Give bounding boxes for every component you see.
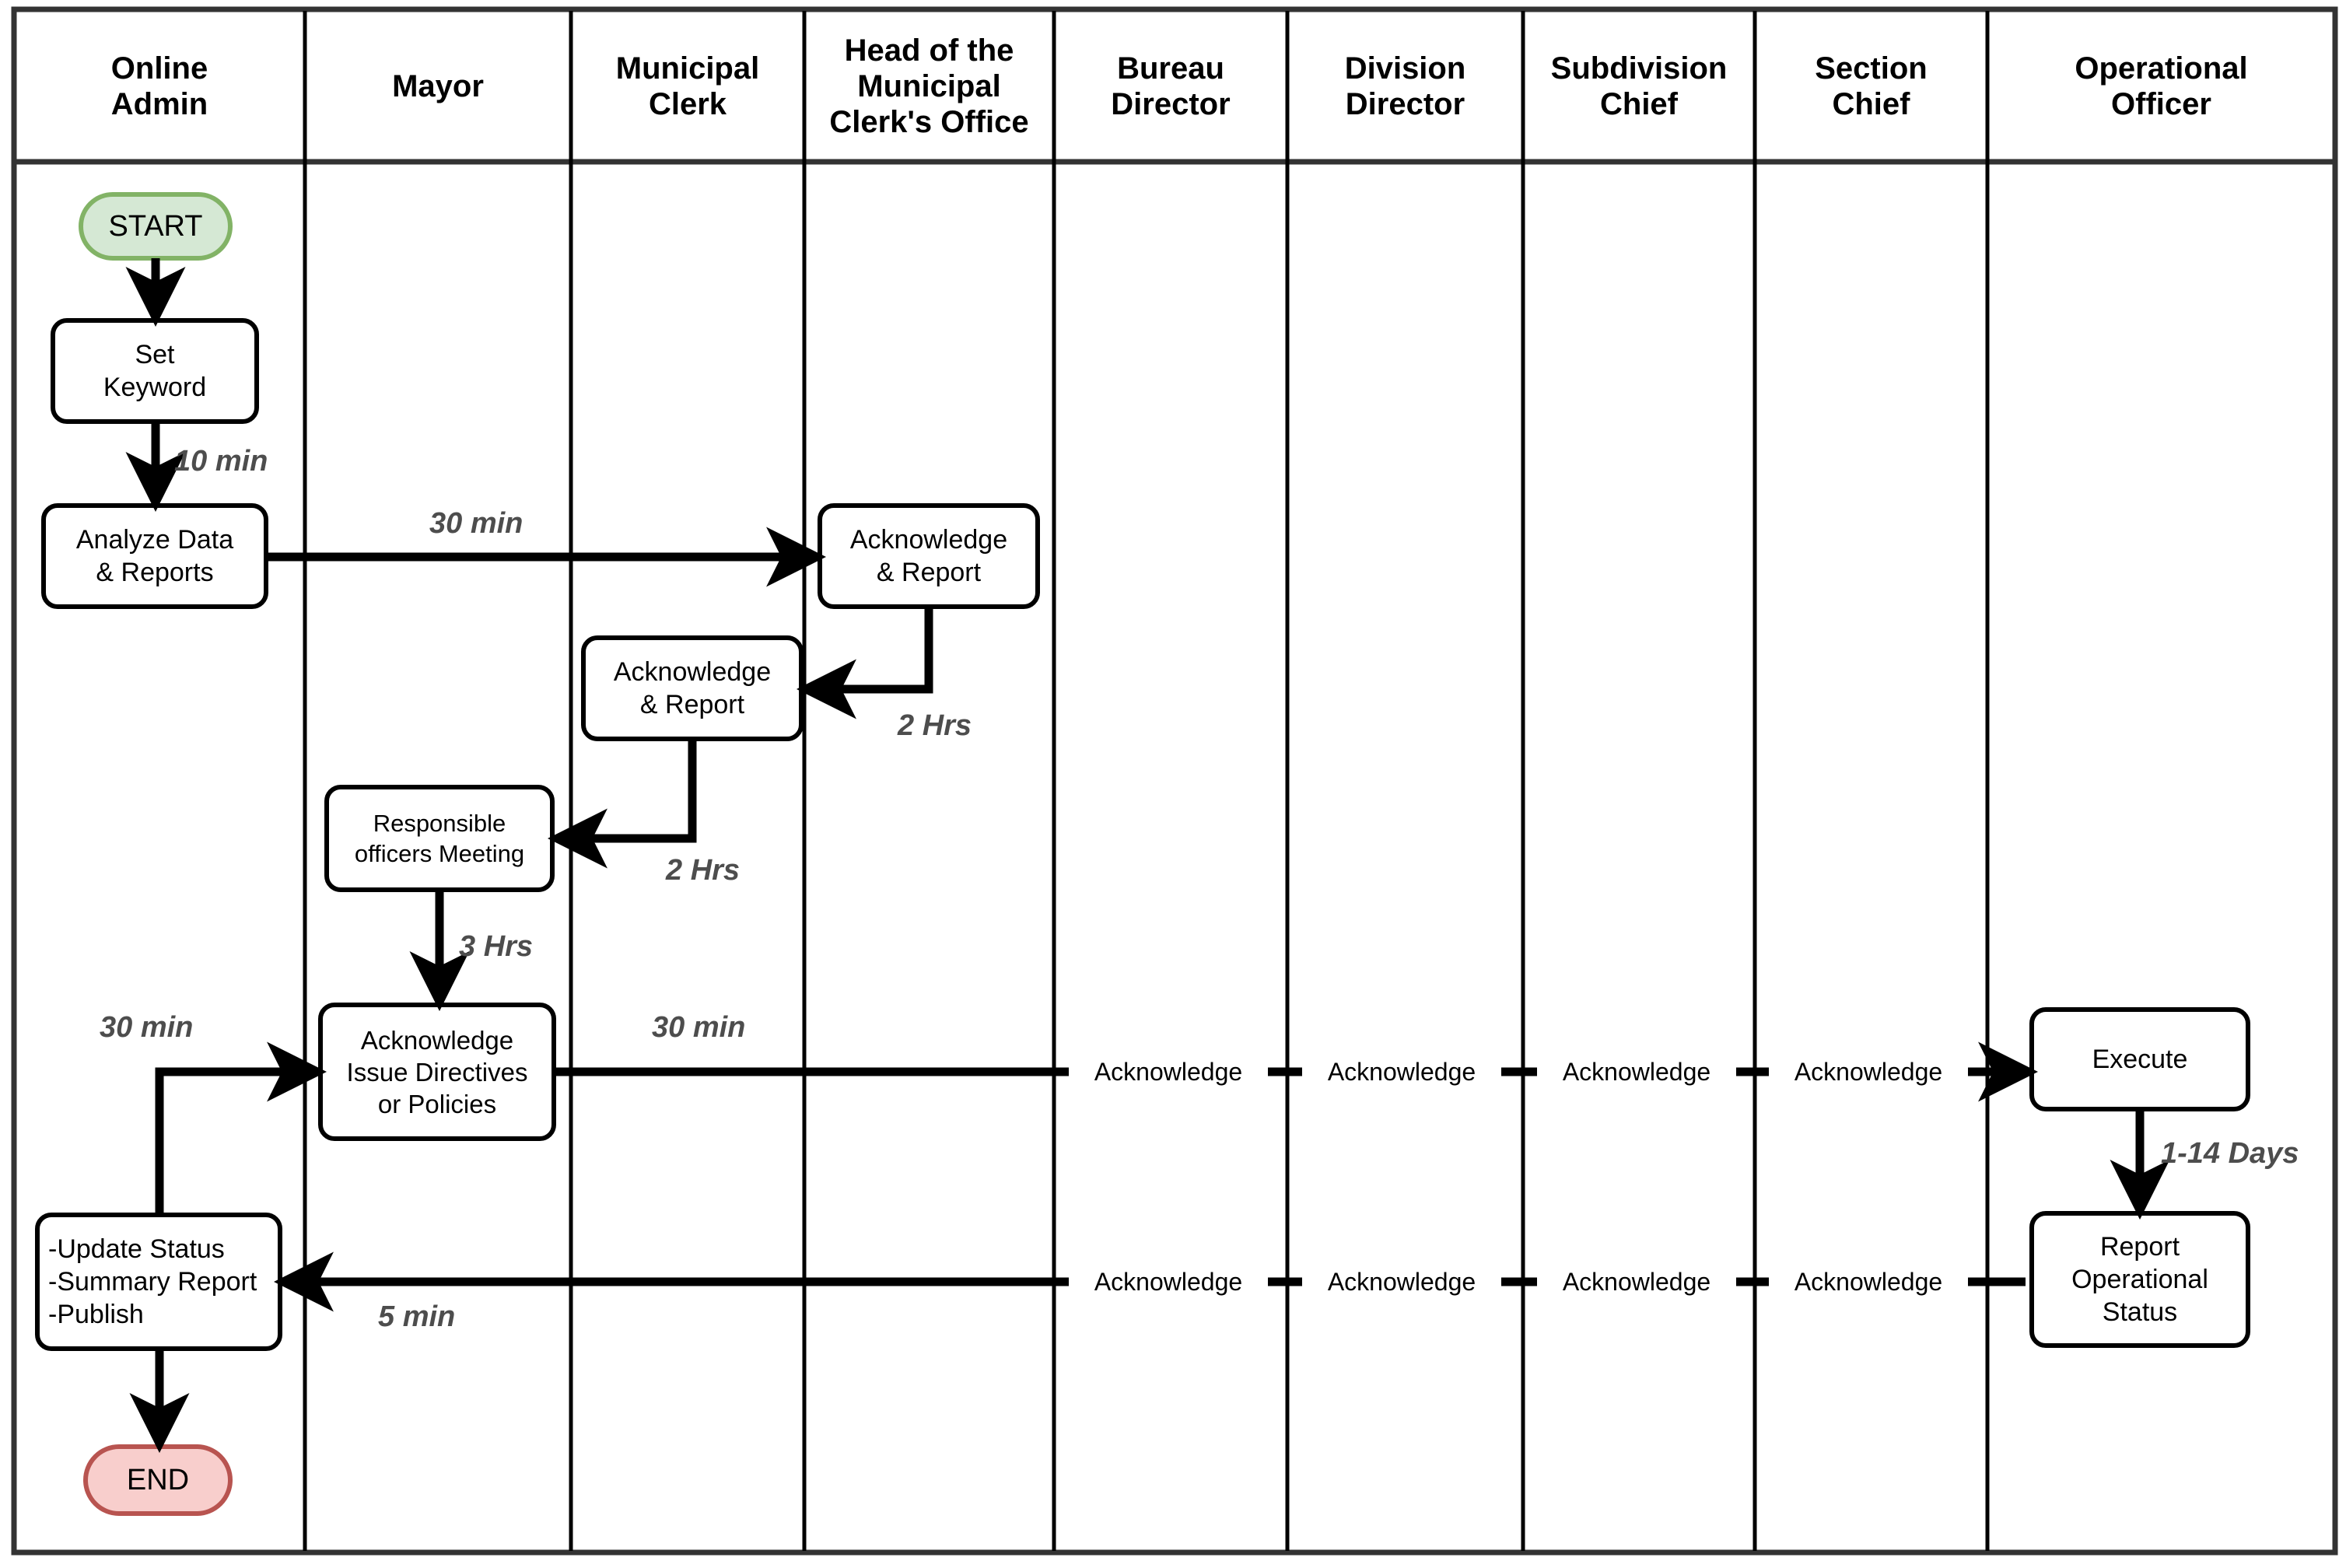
node-end-label: END — [126, 1464, 190, 1496]
ack-label-up-bureau: Acknowledge — [1094, 1267, 1243, 1296]
node-ack-report-clerk[interactable]: Acknowledge & Report — [583, 638, 801, 739]
edge-ack-head-to-ack-clerk — [796, 607, 933, 719]
ack-label-up-section: Acknowledge — [1794, 1267, 1943, 1296]
lane-header-label: Municipal Clerk — [615, 51, 760, 121]
node-execute-label: Execute — [2092, 1045, 2188, 1074]
node-set-keyword[interactable]: Set Keyword — [53, 320, 257, 422]
edge-label-30min-directives: 30 min — [652, 1011, 746, 1044]
edge-label-2hrs-clerk-to-mayor: 2 Hrs — [666, 854, 741, 887]
lane-divider-restore — [1285, 1052, 1757, 1302]
edge-label-5min: 5 min — [378, 1300, 456, 1333]
node-execute[interactable]: Execute — [2032, 1010, 2248, 1109]
node-ack-report-clerk-label: Acknowledge & Report — [613, 657, 772, 719]
lane-header-bureau-director: Bureau Director — [1054, 11, 1287, 162]
node-ack-report-head-label: Acknowledge & Report — [849, 525, 1008, 587]
node-issue-directives[interactable]: Acknowledge Issue Directives or Policies — [320, 1005, 554, 1139]
lane-header-head-clerk-office: Head of the Municipal Clerk's Office — [804, 11, 1054, 162]
lane-header-operational-officer: Operational Officer — [1987, 11, 2335, 162]
lane-header-label: Mayor — [392, 69, 484, 103]
lane-header-label: Division Director — [1344, 51, 1466, 121]
lane-header-label: Online Admin — [110, 51, 208, 121]
ack-label-down-section: Acknowledge — [1794, 1057, 1943, 1086]
acknowledge-label-backplates — [1069, 1052, 1968, 1302]
node-officers-meeting[interactable]: Responsible officers Meeting — [327, 787, 552, 890]
node-officers-meeting-label: Responsible officers Meeting — [354, 810, 525, 867]
lane-header-online-admin: Online Admin — [14, 11, 305, 162]
ack-label-down-subdivision: Acknowledge — [1562, 1057, 1711, 1086]
node-report-status[interactable]: Report Operational Status — [2032, 1213, 2248, 1346]
node-update-status[interactable]: -Update Status -Summary Report -Publish — [37, 1215, 280, 1349]
edge-label-30min-to-head: 30 min — [429, 507, 523, 540]
edge-update-status-to-directives — [155, 1041, 327, 1215]
edge-label-2hrs-head-to-clerk: 2 Hrs — [898, 709, 972, 742]
edge-label-30min-to-mayor: 30 min — [100, 1011, 194, 1044]
node-report-status-label: Report Operational Status — [2071, 1232, 2208, 1327]
lane-header-subdivision-chief: Subdivision Chief — [1523, 11, 1755, 162]
lane-header-label: Subdivision Chief — [1550, 51, 1728, 121]
ack-label-up-subdivision: Acknowledge — [1562, 1267, 1711, 1296]
node-update-status-label: -Update Status -Summary Report -Publish — [48, 1234, 257, 1329]
lane-header-label: Head of the Municipal Clerk's Office — [829, 33, 1029, 139]
node-ack-report-head[interactable]: Acknowledge & Report — [820, 506, 1038, 607]
node-end[interactable]: END — [86, 1447, 230, 1514]
edge-label-10min: 10 min — [174, 445, 268, 478]
ack-label-down-division: Acknowledge — [1327, 1057, 1476, 1086]
node-analyze-data[interactable]: Analyze Data & Reports — [44, 506, 266, 607]
lane-header-label: Section Chief — [1815, 51, 1928, 121]
node-start[interactable]: START — [81, 194, 230, 258]
lane-header-mayor: Mayor — [305, 11, 571, 162]
ack-label-up-division: Acknowledge — [1327, 1267, 1476, 1296]
node-set-keyword-label: Set Keyword — [103, 340, 207, 402]
node-issue-directives-label: Acknowledge Issue Directives or Policies — [346, 1025, 528, 1118]
lane-header-municipal-clerk: Municipal Clerk — [571, 11, 804, 162]
node-analyze-data-label: Analyze Data & Reports — [75, 525, 234, 587]
ack-label-down-bureau: Acknowledge — [1094, 1057, 1243, 1086]
edge-ack-clerk-to-meeting — [547, 739, 697, 869]
lane-header-label: Bureau Director — [1111, 51, 1231, 121]
node-start-label: START — [108, 210, 203, 243]
edge-label-1-14-days: 1-14 Days — [2161, 1137, 2299, 1170]
lane-header-label: Operational Officer — [2075, 51, 2248, 121]
lane-header-section-chief: Section Chief — [1755, 11, 1987, 162]
lane-header-division-director: Division Director — [1287, 11, 1523, 162]
edge-label-3hrs: 3 Hrs — [459, 930, 534, 963]
